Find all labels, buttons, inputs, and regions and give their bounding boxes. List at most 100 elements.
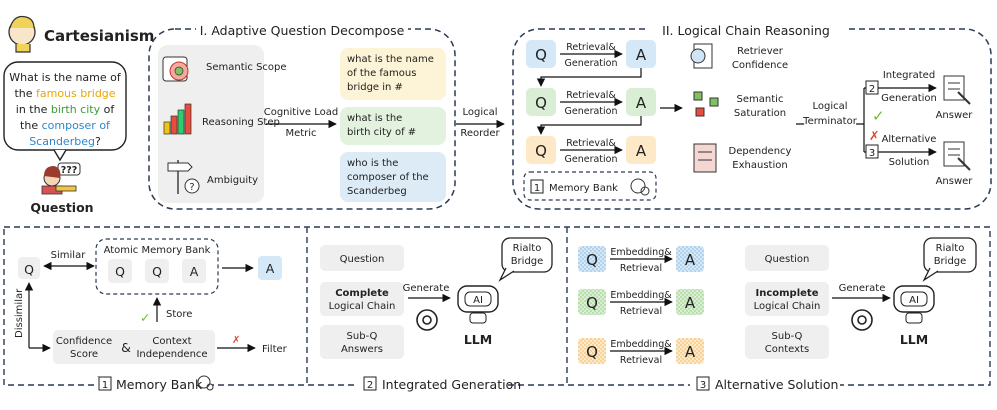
outcome-alternative: 3 Alternative Solution Answer (865, 134, 973, 187)
alt-answer-node (676, 338, 704, 364)
chain-question-node (526, 88, 556, 116)
retrieval-label: Retrieval& (566, 138, 616, 149)
chain-q-label: Q (535, 142, 547, 160)
chain-question-node (526, 40, 556, 68)
question-text-fragment: Scanderbeg (29, 135, 95, 148)
check-icon: ✓ (872, 107, 885, 125)
generation-input-box (320, 282, 404, 316)
openai-logo-icon (416, 309, 438, 331)
document-pen-icon (943, 141, 971, 171)
generation-input-box (745, 325, 829, 359)
svg-text:Atomic Memory Bank: Atomic Memory Bank (104, 245, 211, 256)
magnifier-icon (690, 43, 713, 69)
svg-text:Store: Store (166, 309, 192, 320)
criterion-label: Semantic (737, 94, 784, 105)
svg-text:?: ? (189, 182, 194, 193)
svg-text:Score: Score (70, 349, 98, 360)
decompose-panel: I. Adaptive Question Decompose Semantic … (148, 22, 456, 210)
svg-text:Memory Bank: Memory Bank (549, 183, 618, 194)
question-text-fragment: in the (16, 103, 48, 116)
svg-text:A: A (266, 261, 275, 276)
generation-input-label: Incomplete (756, 288, 819, 299)
step-chart-icon (163, 103, 192, 135)
svg-text:Dissimilar: Dissimilar (14, 288, 25, 338)
svg-text:Reorder: Reorder (460, 128, 500, 139)
cross-icon: ✗ (232, 335, 240, 346)
outcome-integrated: 2 Integrated Generation Answer (865, 70, 974, 121)
factor-reasoning-step: Reasoning Step (202, 117, 280, 128)
embedding-label: Embedding& (610, 247, 672, 258)
speech-bubble: Rialto Bridge (922, 237, 977, 282)
chain-a-label: A (636, 46, 647, 64)
generation-label: Generation (565, 58, 618, 69)
question-text-fragment: What is the name of (9, 71, 122, 84)
svg-text:3: 3 (700, 380, 706, 391)
chain-q-label: Q (535, 94, 547, 112)
svg-text:LLM: LLM (464, 332, 492, 347)
svg-text:2: 2 (869, 84, 875, 95)
alt-a-label: A (685, 343, 696, 361)
svg-text:Confidence: Confidence (56, 336, 112, 347)
svg-text:Similar: Similar (51, 250, 87, 261)
svg-text:Memory Bank: Memory Bank (116, 377, 203, 392)
retrieval-label: Retrieval (620, 355, 662, 366)
robot-icon: AI (893, 285, 935, 324)
document-pen-icon (943, 75, 971, 105)
generation-input-label: Sub-Q (772, 331, 803, 342)
svg-text:Alternative Solution: Alternative Solution (715, 377, 838, 392)
generation-input-box (745, 245, 829, 271)
check-icon: ✓ (140, 310, 150, 325)
chain-question-node (526, 136, 556, 164)
svg-text:A: A (190, 264, 199, 279)
decompose-title: I. Adaptive Question Decompose (200, 23, 405, 38)
chain-title: II. Logical Chain Reasoning (662, 23, 830, 38)
alt-q-label: Q (586, 294, 598, 312)
brand-header: Cartesianism (8, 15, 154, 53)
svg-text:Rialto: Rialto (936, 243, 965, 254)
sub-question-box (340, 48, 446, 100)
svg-text:Alternative: Alternative (882, 134, 937, 145)
svg-text:Bridge: Bridge (511, 256, 544, 267)
chain-answer-node (626, 136, 656, 164)
alt-question-node (578, 338, 606, 364)
criterion-label: Dependency (729, 146, 792, 157)
memory-robot-icon (197, 375, 214, 391)
openai-logo-icon (851, 309, 873, 331)
cross-icon: ✗ (869, 128, 879, 143)
svg-text:1: 1 (102, 380, 108, 391)
alt-a-label: A (685, 251, 696, 269)
embedding-label: Embedding& (610, 339, 672, 350)
termination-criteria: RetrieverConfidenceSemanticSaturationDep… (690, 43, 792, 173)
retrieval-label: Retrieval (620, 263, 662, 274)
sub-question-box (340, 152, 446, 202)
chain-answer-node (626, 88, 656, 116)
question-text-fragment: composer of (38, 119, 111, 132)
question-text-fragment: ? (95, 135, 101, 148)
generation-label: Generation (565, 154, 618, 165)
svg-text:Q: Q (152, 264, 162, 279)
svg-text:Terminator: Terminator (802, 116, 858, 127)
thinker-icon (8, 15, 36, 53)
cognitive-load-metric: Cognitive Load (264, 107, 339, 118)
generation-input-box (320, 245, 404, 271)
svg-text:Answer: Answer (936, 110, 974, 121)
question-mark-bubble: ??? (61, 165, 78, 176)
chain-panel: II. Logical Chain Reasoning Q A Retrieval&… (512, 22, 992, 210)
query-node (18, 257, 40, 279)
svg-text:1: 1 (534, 183, 540, 194)
chain-a-label: A (636, 142, 647, 160)
retrieval-label: Retrieval (620, 306, 662, 317)
svg-text:Bridge: Bridge (934, 256, 967, 267)
svg-text:LLM: LLM (900, 332, 928, 347)
criterion-label: Retriever (737, 46, 784, 57)
svg-text:&: & (121, 340, 131, 355)
svg-text:2: 2 (367, 380, 373, 391)
memory-robot-icon (630, 178, 650, 196)
generation-input-label: Question (765, 254, 810, 265)
svg-text:AI: AI (909, 295, 919, 306)
logical-reorder-label: Logical (462, 107, 497, 118)
criterion-label: Confidence (732, 60, 788, 71)
generation-input-label: Answers (341, 344, 383, 355)
